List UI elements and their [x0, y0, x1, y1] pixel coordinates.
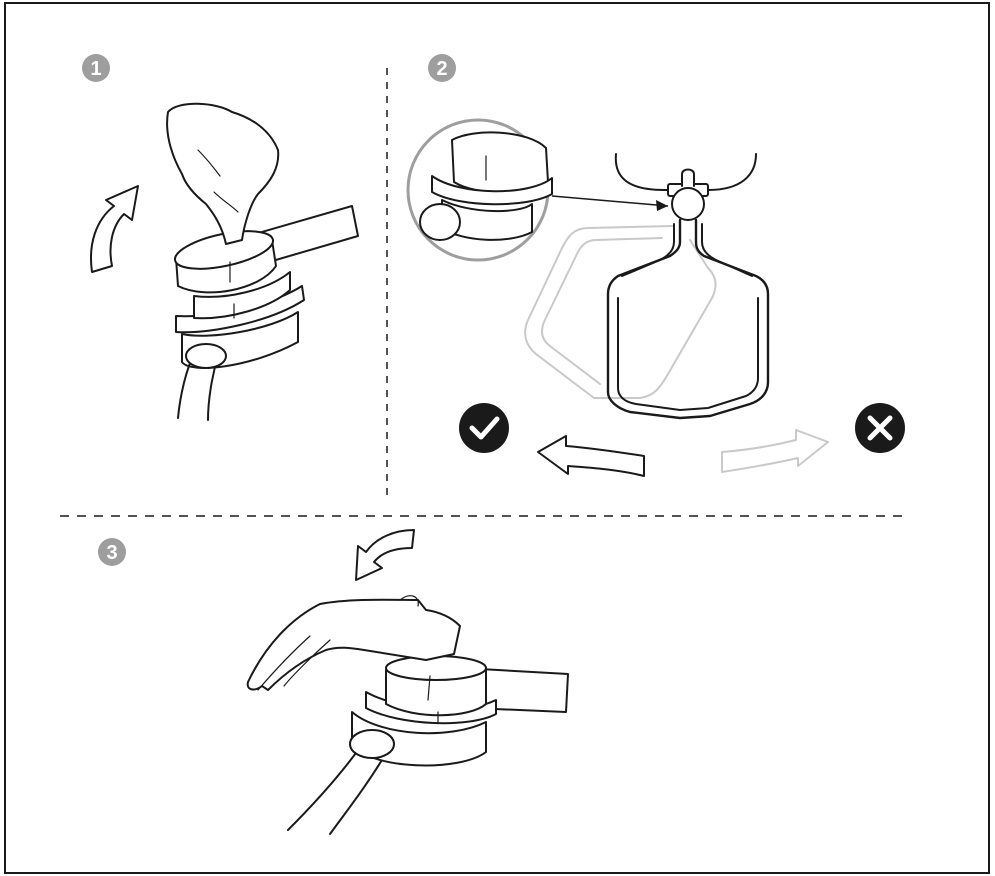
knob-3-top: [386, 656, 486, 680]
detail-magnifier: [408, 120, 552, 260]
step-1-panel: 1: [82, 54, 358, 420]
detail-pointer: [552, 196, 668, 211]
step-3-panel: 3: [98, 530, 568, 834]
correct-direction-arrow: [538, 436, 644, 476]
cross-circle-icon: [855, 403, 905, 453]
hand-1: [167, 104, 278, 244]
incorrect-direction-arrow: [722, 430, 828, 472]
frame-inner-left: [622, 224, 674, 276]
tube-end: [186, 344, 226, 368]
tube-3-right: [330, 750, 388, 834]
step-2-panel: 2: [408, 54, 905, 476]
step-1-number: 1: [90, 58, 101, 80]
curved-arrow-down-icon: [356, 530, 414, 580]
frame-inner-bottom: [618, 298, 758, 410]
hinge-joint: [672, 188, 704, 220]
magnifier-knob: [452, 132, 548, 192]
check-circle-icon: [459, 403, 509, 453]
magnifier-tube: [420, 204, 460, 240]
step-2-number: 2: [436, 58, 447, 80]
step-3-number: 3: [106, 542, 117, 564]
step-3-badge: 3: [98, 538, 126, 566]
frame-ghost-position: [525, 226, 715, 398]
step-1-badge: 1: [82, 54, 110, 82]
hinge-pin: [682, 170, 694, 187]
tube-3-end: [350, 730, 394, 758]
step-2-badge: 2: [428, 54, 456, 82]
tube-3-left: [288, 742, 364, 830]
curved-arrow-up-icon: [91, 186, 138, 272]
frame-correct-position: [608, 220, 768, 418]
